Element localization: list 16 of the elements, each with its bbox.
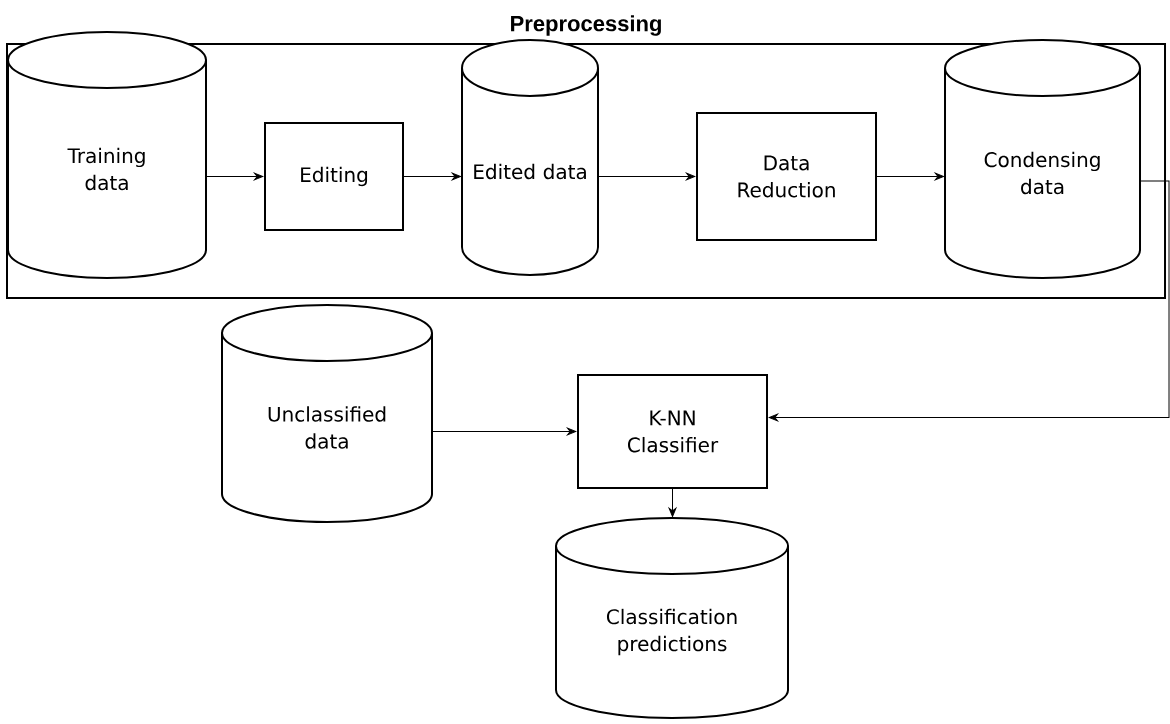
database-cylinder: Unclassified data [221, 304, 433, 523]
arrow [768, 180, 1170, 422]
arrow [431, 427, 577, 436]
arrow [597, 172, 696, 181]
node-label: Preprocessing [511, 15, 661, 36]
database-cylinder: Classification predictions [555, 517, 789, 719]
process-box: K-NN Classifier [577, 374, 768, 489]
process-box: Data Reduction [696, 112, 877, 241]
arrow [403, 172, 461, 181]
database-cylinder: Training data [7, 31, 207, 279]
database-cylinder: Edited data [461, 39, 599, 276]
process-box: Editing [264, 122, 404, 231]
arrow [668, 488, 677, 517]
database-cylinder: Condensing data [944, 39, 1141, 279]
arrow [205, 172, 264, 181]
arrow [876, 172, 944, 181]
